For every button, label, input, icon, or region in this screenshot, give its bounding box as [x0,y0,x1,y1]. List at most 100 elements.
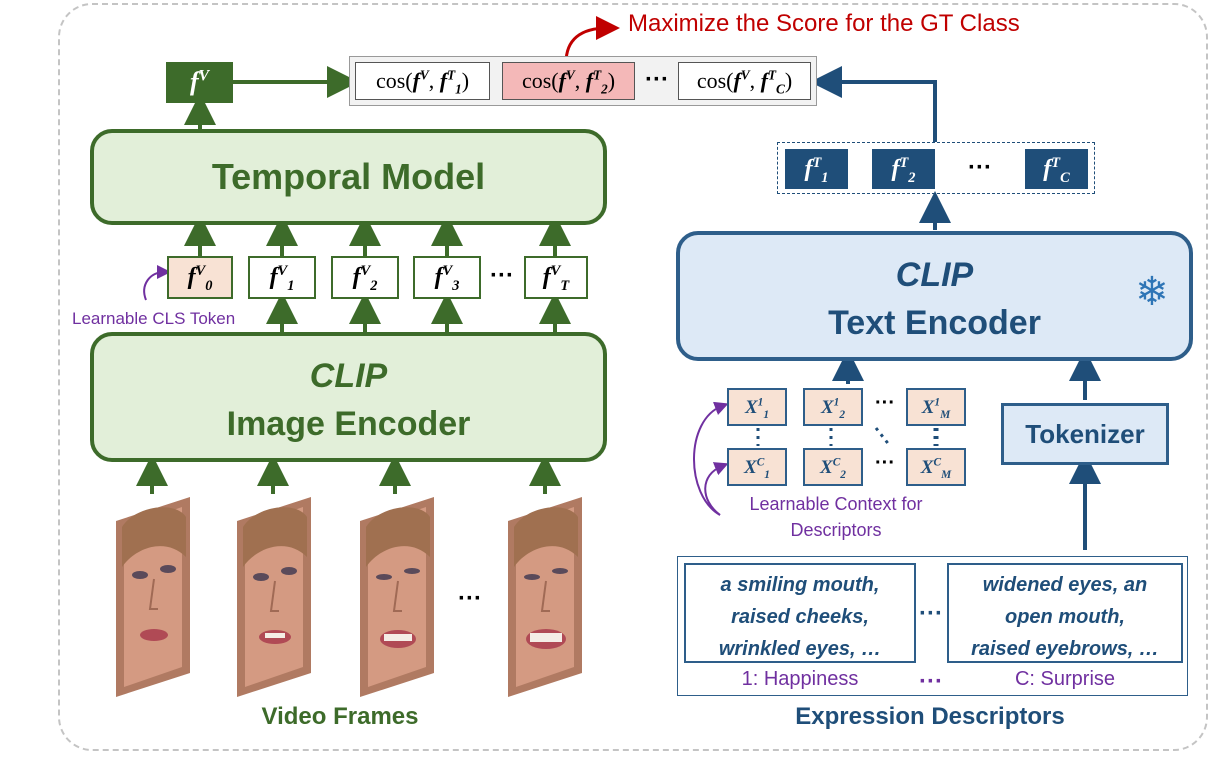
text-encoder-label: Text Encoder [828,304,1041,342]
token-base: f [352,264,361,290]
ctx-sub: 1 [763,408,770,421]
token-base: f [187,264,196,290]
text-feature-sub: 2 [908,169,916,186]
text-feature-sup: T [1051,155,1061,171]
cos-ft-sub: C [776,81,785,97]
token-base: f [434,264,443,290]
frame-token-2: fV2 [331,256,399,299]
descriptor-surprise: widened eyes, an open mouth, raised eyeb… [947,563,1183,663]
token-sub: 3 [452,277,460,294]
tokenizer-box: Tokenizer [1001,403,1169,465]
token-sub: 0 [205,277,213,294]
text-feature-1: fT1 [785,149,848,189]
context-token-C-1: XC1 [727,448,787,486]
frame-token-0: fV0 [167,256,233,299]
cos-ft-sup: T [447,67,456,83]
text-feature-sub: C [1060,169,1070,186]
cos-fv: f [412,68,420,93]
frame-token-1: fV1 [248,256,316,299]
token-sup: V [195,263,206,279]
descriptor-happiness: a smiling mouth, raised cheeks, wrinkled… [684,563,916,663]
token-sub: T [560,277,570,294]
ctx-base: X [744,397,758,418]
cos-term-c: cos(fV, fTC) [678,62,811,100]
context-label-line1: Learnable Context for [749,494,923,514]
descriptor-line: raised cheeks, [731,606,869,628]
context-token-C-M: XCM [906,448,966,486]
descriptor-dots: ··· [919,600,943,627]
cos-term-2-gt: cos(fV, fT2) [502,62,635,100]
arrow-cls-curve [143,265,171,301]
ctx-diag-dots [874,427,892,447]
snowflake-icon: ❄ [1135,270,1169,314]
ctx-sub: M [941,468,952,481]
text-feature-sup: T [812,155,822,171]
video-frame-3 [360,497,434,697]
class-label-happiness: 1: Happiness [741,668,859,690]
ctx-sup: C [832,456,841,469]
token-sup: V [277,263,288,279]
cos-fv-sup: V [419,67,429,83]
frame-token-T: fVT [524,256,588,299]
video-frame-2 [237,497,311,697]
video-frames-label: Video Frames [261,703,419,730]
cos-dots: ··· [645,66,669,93]
class-label-dots: ··· [919,668,943,695]
arrow-ctx-curve-bottom [704,462,729,516]
descriptor-line: widened eyes, an [982,574,1148,596]
token-base: f [542,264,551,290]
ctx-base: X [744,457,757,478]
context-label: Learnable Context for Descriptors [716,491,956,543]
cos-fv-sup: V [565,67,575,83]
context-dots-row2: ··· [875,452,895,474]
context-label-line2: Descriptors [790,520,882,540]
cos-term-1: cos(fV, fT1) [355,62,490,100]
cos-label: cos [521,68,552,93]
ctx-sup: 1 [934,396,941,409]
cos-ft: f [439,68,448,93]
ctx-base: X [920,457,934,478]
text-encoder-clip: CLIP [895,256,974,294]
ctx-base: X [921,397,935,418]
maximize-note: Maximize the Score for the GT Class [628,10,1020,37]
cos-fv-sup: V [740,67,750,83]
arrow-ctx-curve-top [693,401,729,516]
ctx-sup: 1 [757,396,764,409]
video-feature-sup: V [198,67,210,85]
ctx-sup: C [933,456,942,469]
token-sup: V [550,263,561,279]
context-token-C-2: XC2 [803,448,863,486]
token-sup: V [360,263,371,279]
ctx-sub: M [940,408,951,421]
text-feature-C: fTC [1025,149,1088,189]
frames-dots: ··· [458,585,482,612]
ctx-sub: 2 [839,408,846,421]
image-encoder-clip: CLIP [309,357,388,395]
ctx-base: X [820,397,834,418]
token-sup: V [442,263,453,279]
ctx-base: X [820,457,833,478]
text-feature-sup: T [899,155,909,171]
descriptor-line: a smiling mouth, [720,574,880,596]
cos-label: cos [696,68,727,93]
outer-frame [58,3,1208,751]
ctx-sup: 1 [833,396,840,409]
temporal-model-label: Temporal Model [211,156,486,197]
video-feature-base: f [189,67,199,96]
tokenizer-label: Tokenizer [1025,419,1145,449]
temporal-model-box: Temporal Model [90,129,607,225]
image-encoder-box: CLIP Image Encoder [90,332,607,462]
context-token-1-M: X1M [906,388,966,426]
cos-ft: f [585,68,594,93]
text-feature-sub: 1 [821,169,829,186]
text-feature-dots: ··· [968,154,992,181]
cos-fv: f [558,68,566,93]
text-feature-base: f [804,156,813,182]
cos-ft: f [760,68,768,93]
cos-ft-sup: T [593,67,602,83]
video-frame-1 [116,497,190,697]
token-sub: 1 [287,277,295,294]
cos-ft-sub: 1 [455,81,462,97]
descriptor-line: raised eyebrows, … [971,638,1159,660]
